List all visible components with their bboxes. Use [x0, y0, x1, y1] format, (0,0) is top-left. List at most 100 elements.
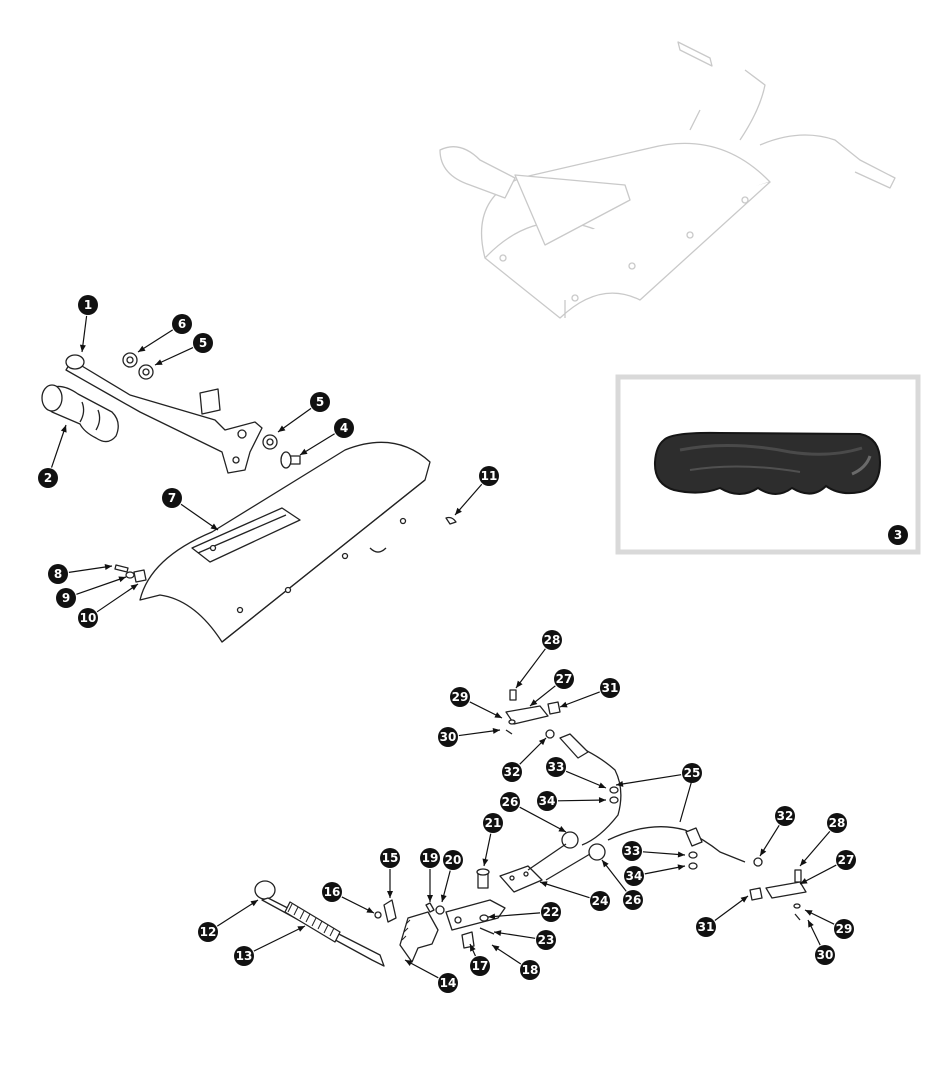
leader-arrowhead — [440, 894, 447, 902]
callout-label: 17 — [472, 959, 489, 973]
callout-circle — [172, 314, 192, 334]
leader-arrowhead — [118, 576, 126, 583]
callout-c29b: 29 — [804, 909, 854, 939]
leader-arrowhead — [760, 848, 767, 856]
callout-c15: 15 — [380, 848, 400, 898]
leader-arrowhead — [540, 881, 548, 887]
compensator-linkage — [425, 865, 543, 949]
callout-label: 33 — [548, 760, 565, 774]
callout-c28a: 28 — [515, 630, 562, 689]
callout-label: 1 — [84, 298, 92, 312]
callout-label: 26 — [502, 795, 519, 809]
callout-circle — [520, 960, 540, 980]
callout-c5a: 5 — [154, 333, 213, 366]
callout-c33b: 33 — [622, 841, 686, 861]
leader-arrowhead — [455, 507, 462, 515]
callout-circle — [537, 791, 557, 811]
callout-c33a: 33 — [546, 757, 607, 789]
leader-arrowhead — [492, 945, 500, 952]
callout-label: 10 — [80, 611, 97, 625]
callout-label: 27 — [838, 853, 855, 867]
leader-arrowhead — [800, 858, 807, 866]
callout-circle — [48, 564, 68, 584]
callout-c21: 21 — [482, 813, 503, 867]
leader-arrowhead — [677, 851, 685, 858]
callout-label: 21 — [485, 816, 502, 830]
leader-arrowhead — [482, 858, 489, 866]
leader-line — [515, 648, 546, 689]
callout-c31a: 31 — [559, 678, 620, 708]
leader-arrowhead — [800, 878, 808, 884]
leader-arrowhead — [155, 359, 163, 365]
callout-c1: 1 — [78, 295, 98, 353]
callout-circle — [827, 813, 847, 833]
callout-label: 11 — [481, 469, 498, 483]
callout-circle — [470, 956, 490, 976]
leader-arrowhead — [516, 680, 523, 688]
callout-c32b: 32 — [759, 806, 795, 857]
leader-line — [487, 912, 541, 918]
callout-label: 32 — [504, 765, 521, 779]
callout-circle — [500, 792, 520, 812]
callout-c9: 9 — [56, 576, 127, 608]
callout-circle — [438, 727, 458, 747]
callout-label: 14 — [440, 976, 457, 990]
callout-circle — [483, 813, 503, 833]
callout-circle — [234, 946, 254, 966]
handbrake-lever — [65, 354, 263, 474]
leader-arrowhead — [387, 891, 393, 898]
callout-c34a: 34 — [537, 791, 607, 811]
assembled-overview-illustration — [439, 41, 896, 319]
callout-c26a: 26 — [500, 792, 567, 833]
callout-label: 27 — [556, 672, 573, 686]
callout-c25: 25 — [615, 763, 702, 823]
callout-circle — [380, 848, 400, 868]
leader-line — [519, 806, 567, 833]
callout-circle — [696, 917, 716, 937]
leader-arrowhead — [250, 900, 258, 907]
callout-circle — [443, 850, 463, 870]
callout-label: 30 — [817, 948, 834, 962]
callout-label: 7 — [168, 491, 176, 505]
callout-c30a: 30 — [438, 727, 501, 747]
callout-label: 5 — [199, 336, 207, 350]
callout-c14: 14 — [404, 959, 458, 993]
leader-line — [216, 899, 259, 927]
callout-circle — [310, 392, 330, 412]
leader-arrowhead — [805, 910, 813, 916]
callout-c13: 13 — [234, 925, 306, 966]
inset-callout-label: 3 — [894, 528, 902, 542]
leader-arrowhead — [405, 960, 413, 966]
callout-circle — [78, 295, 98, 315]
leader-arrowhead — [79, 344, 86, 352]
leader-line — [642, 851, 686, 856]
callout-label: 34 — [626, 869, 643, 883]
callout-circle — [590, 891, 610, 911]
callout-label: 29 — [836, 922, 853, 936]
leader-line — [68, 565, 113, 573]
callout-label: 34 — [539, 794, 556, 808]
callout-circle — [815, 945, 835, 965]
leader-arrowhead — [492, 727, 500, 734]
leader-arrowhead — [427, 895, 433, 902]
leader-arrowhead — [808, 920, 814, 928]
callout-circle — [438, 973, 458, 993]
callout-c2: 2 — [38, 424, 67, 488]
callout-label: 33 — [624, 844, 641, 858]
callout-label: 5 — [316, 395, 324, 409]
callout-label: 2 — [44, 471, 52, 485]
callout-c10: 10 — [78, 583, 139, 628]
callout-c20: 20 — [440, 850, 463, 903]
callout-label: 20 — [445, 853, 462, 867]
callout-circle — [623, 890, 643, 910]
callout-c34b: 34 — [624, 864, 686, 886]
pivot-bushes — [122, 352, 301, 469]
callout-circle — [479, 466, 499, 486]
callout-label: 25 — [684, 766, 701, 780]
leader-line — [799, 830, 831, 867]
callout-label: 6 — [178, 317, 186, 331]
leader-arrowhead — [602, 860, 609, 868]
handbrake-grip-photo — [653, 431, 882, 495]
